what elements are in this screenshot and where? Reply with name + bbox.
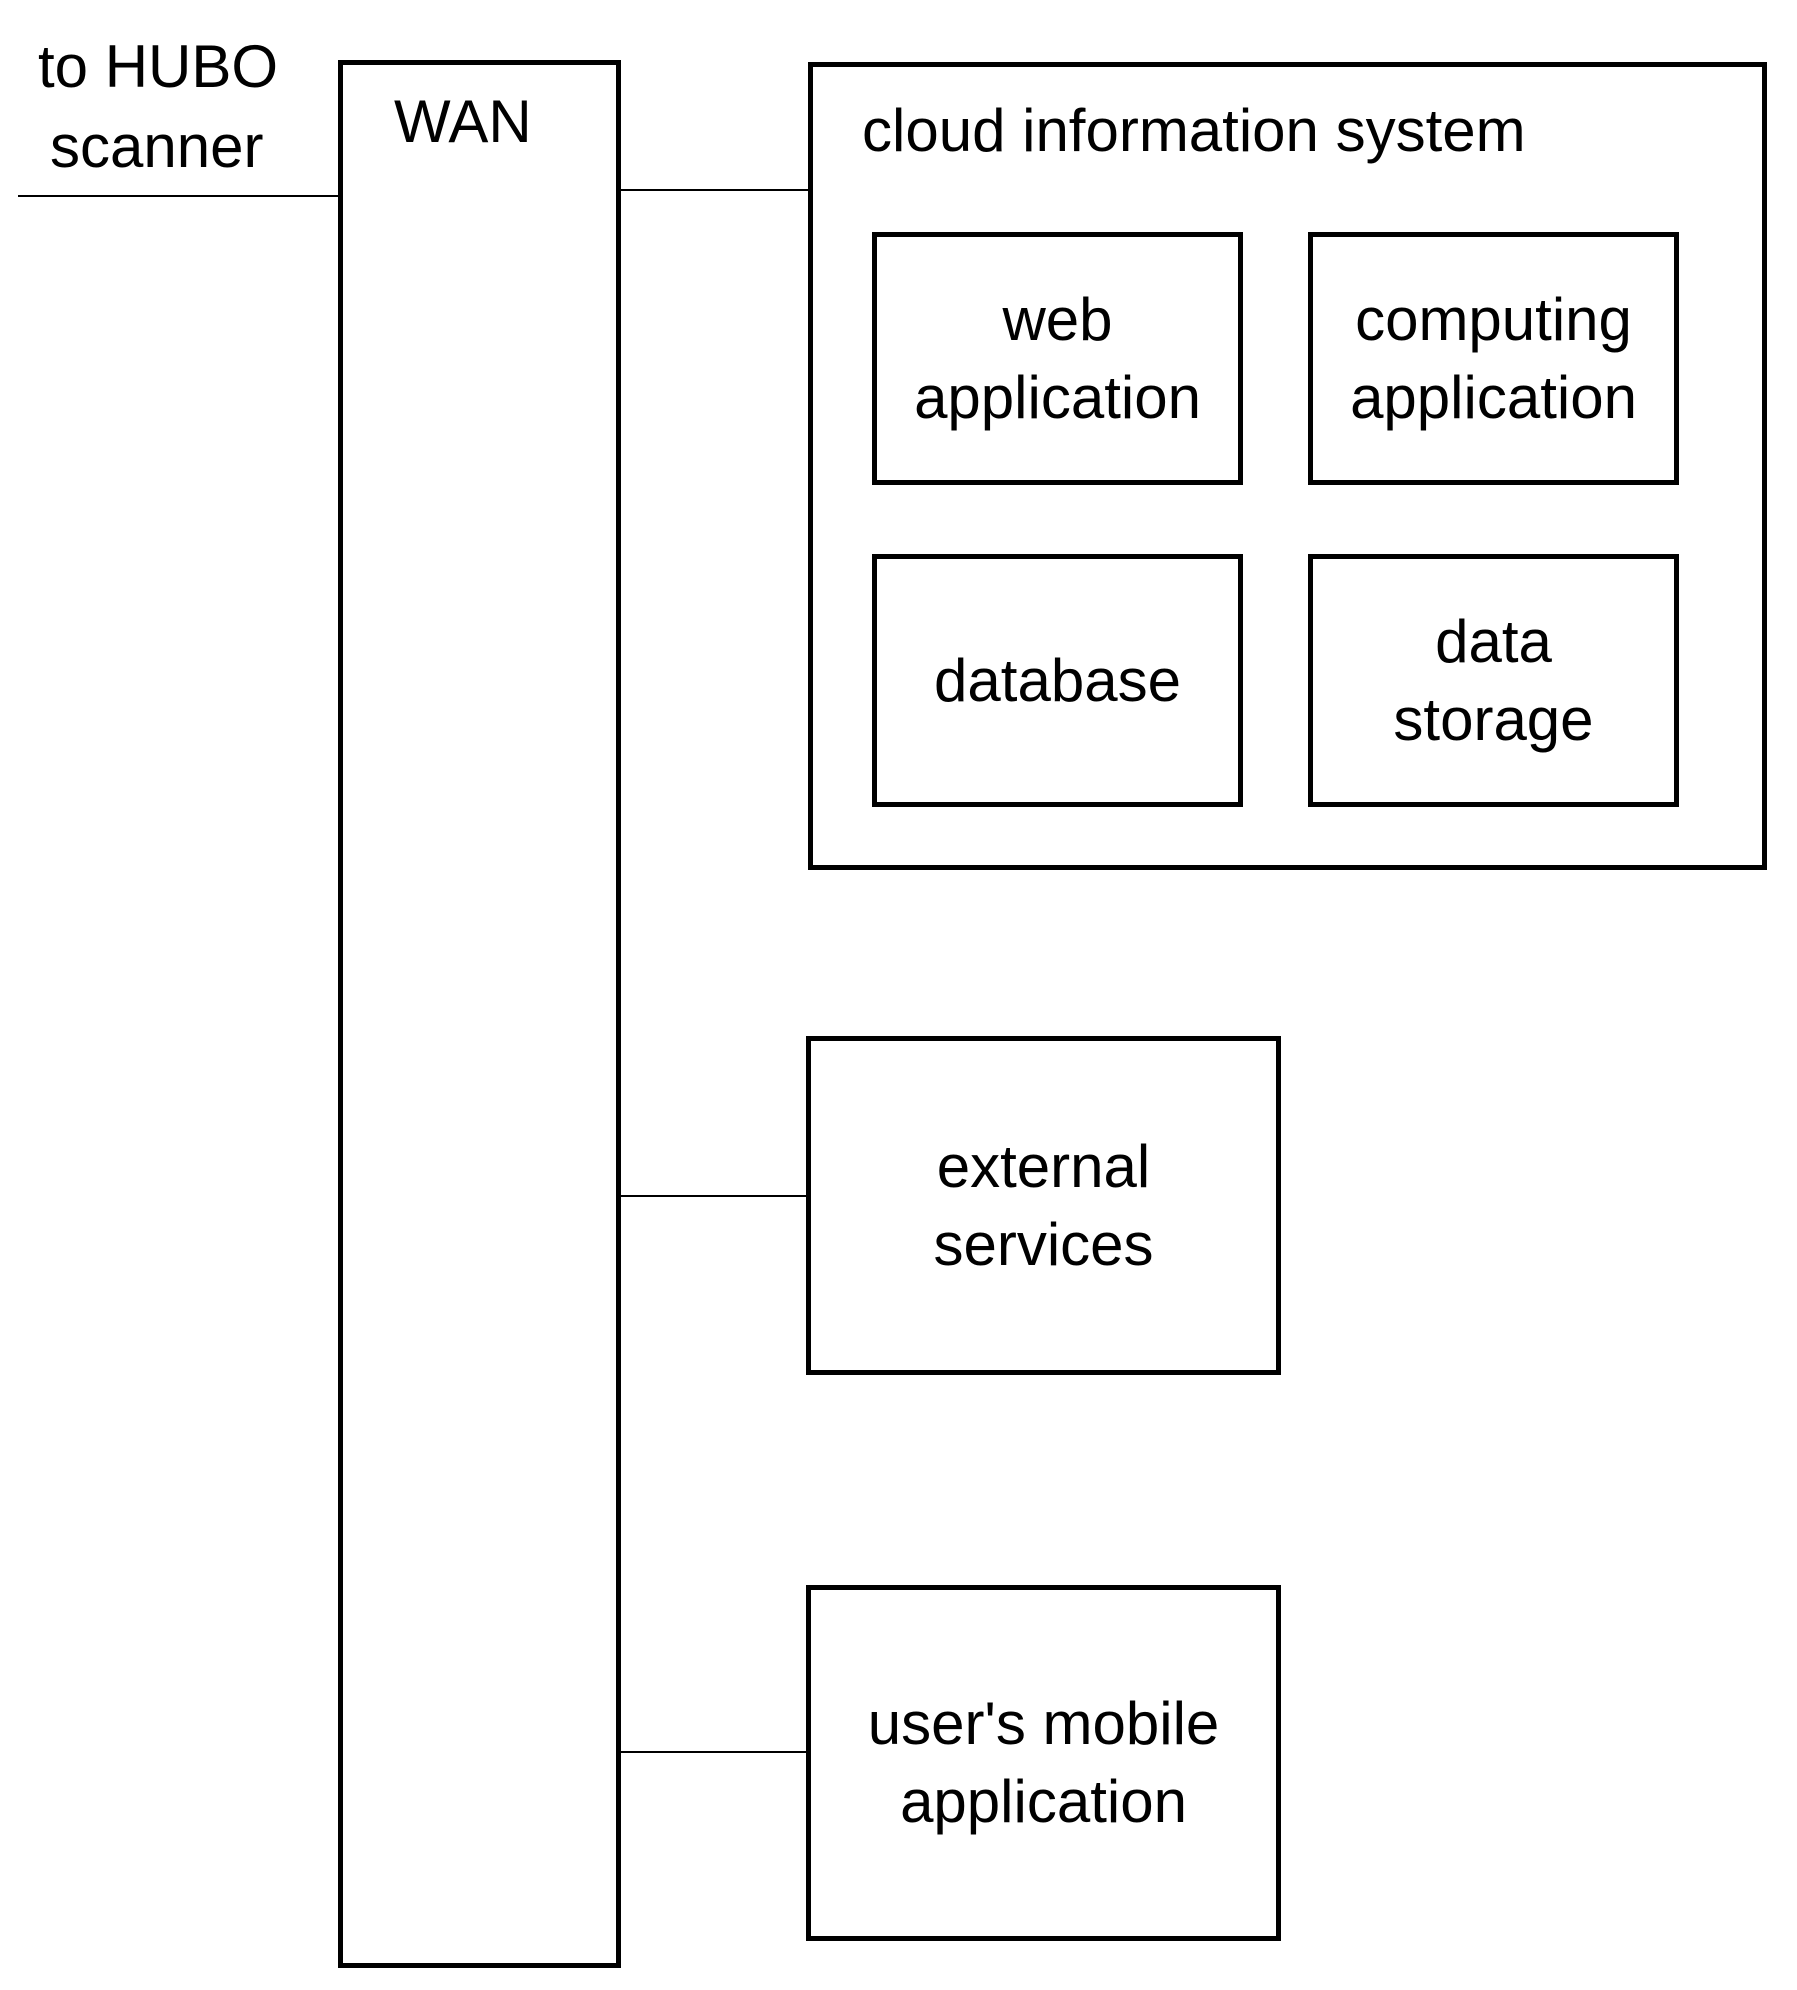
mobile-application-label: user's mobile application xyxy=(806,1585,1281,1941)
wan-to-external-line xyxy=(621,1195,809,1197)
database-label: database xyxy=(872,554,1243,807)
cloud-information-system-title: cloud information system xyxy=(862,97,1526,164)
web-application-line1: web xyxy=(1002,285,1113,353)
external-services-line1: external xyxy=(936,1132,1151,1200)
data-storage-label: data storage xyxy=(1308,554,1679,807)
external-services-line2: services xyxy=(933,1210,1154,1278)
scanner-label-line1: to HUBO xyxy=(38,33,279,100)
computing-application-box xyxy=(1308,232,1679,485)
computing-application-line2: application xyxy=(1350,363,1637,431)
scanner-connection-line xyxy=(18,195,340,197)
mobile-application-line2: application xyxy=(900,1768,1187,1835)
data-storage-box xyxy=(1308,554,1679,807)
computing-application-line1: computing xyxy=(1355,285,1632,353)
computing-application-label: computing application xyxy=(1308,232,1679,485)
data-storage-line1: data xyxy=(1435,607,1552,675)
web-application-label: web application xyxy=(872,232,1243,485)
external-services-label: external services xyxy=(806,1036,1281,1375)
mobile-application-box xyxy=(806,1585,1281,1941)
scanner-label-line2: scanner xyxy=(50,113,264,180)
wan-label: WAN xyxy=(394,88,532,155)
wan-to-cloud-line xyxy=(621,189,811,191)
mobile-application-line1: user's mobile xyxy=(867,1690,1220,1757)
external-services-box xyxy=(806,1036,1281,1375)
wan-to-mobile-line xyxy=(621,1751,809,1753)
database-box xyxy=(872,554,1243,807)
web-application-box xyxy=(872,232,1243,485)
web-application-line2: application xyxy=(914,363,1201,431)
database-line1: database xyxy=(934,646,1181,714)
data-storage-line2: storage xyxy=(1393,685,1594,753)
wan-box xyxy=(338,60,621,1968)
